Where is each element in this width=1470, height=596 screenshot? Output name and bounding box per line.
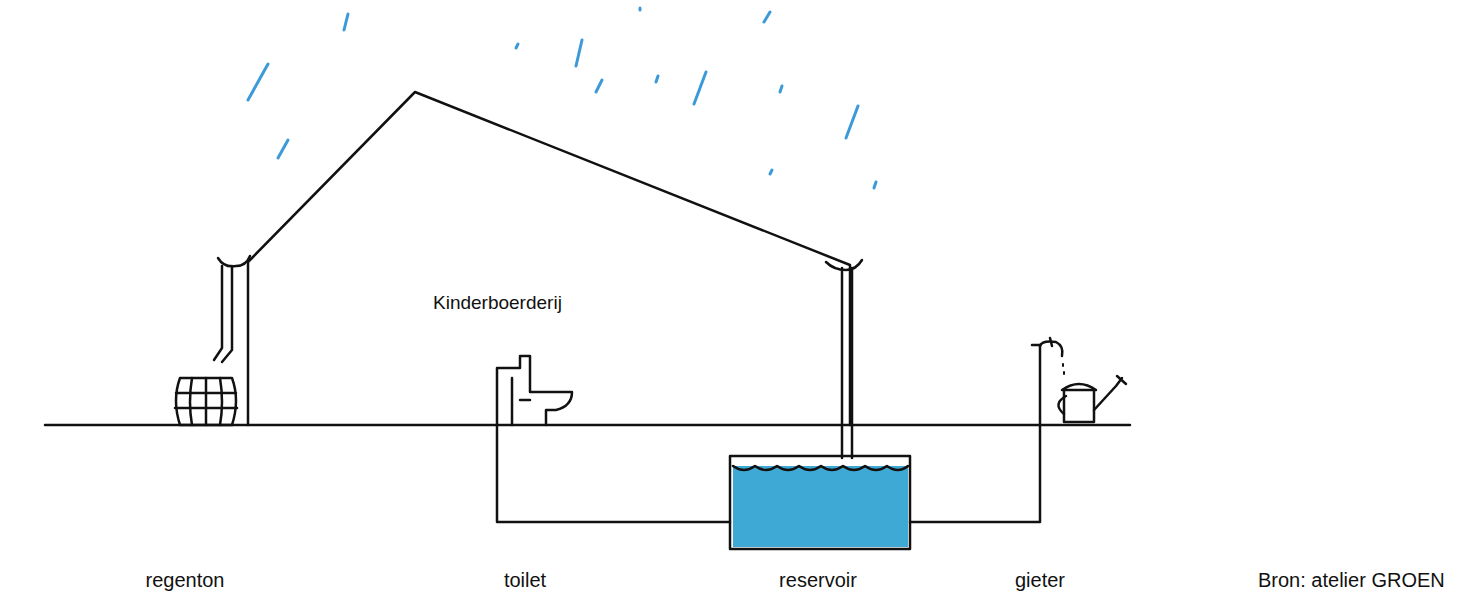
reservoir-tank (730, 456, 910, 549)
part-name: gieter (1015, 568, 1065, 592)
part-name: reservoir (779, 568, 857, 592)
downpipe-right (826, 260, 862, 458)
watering-can (1058, 376, 1126, 422)
building: Kinderboerderij (245, 88, 855, 426)
downpipe-left (214, 256, 250, 362)
part-name: regenton (146, 568, 225, 592)
rain (248, 8, 876, 188)
node-title: Kinderboerderij (433, 292, 562, 315)
rain-barrel (175, 378, 237, 425)
pipe (497, 425, 730, 522)
building-wall (248, 92, 850, 425)
toilet-symbol (497, 356, 572, 425)
building-outline (245, 88, 855, 426)
source-note: Bron: atelier GROEN (1258, 568, 1445, 592)
part-name: toilet (504, 568, 546, 592)
pipe (910, 345, 1040, 522)
tap-symbol (1032, 338, 1064, 374)
